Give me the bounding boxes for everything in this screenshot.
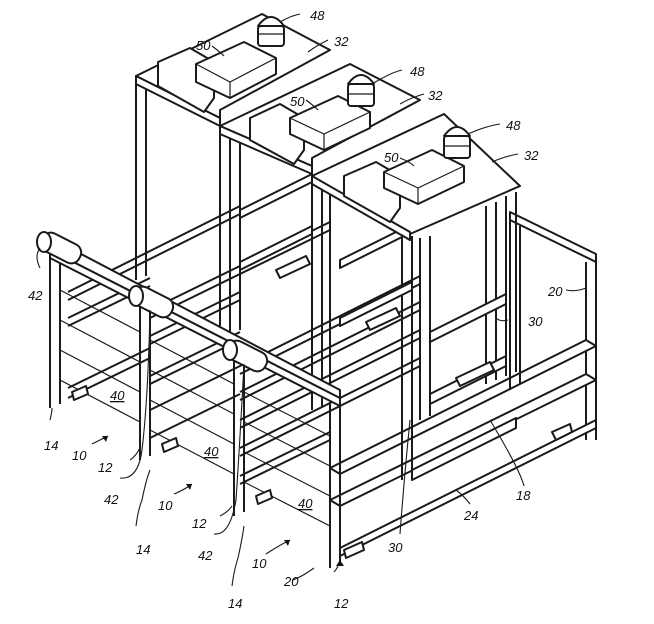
cabinet-top-3	[311, 113, 521, 241]
label-32-c: 32	[524, 148, 539, 163]
label-10-a: 10	[72, 448, 87, 463]
label-20-b: 20	[283, 574, 299, 589]
label-14-c: 14	[228, 596, 242, 611]
label-48-b: 48	[410, 64, 425, 79]
label-42-c: 42	[198, 548, 213, 563]
leader-lines	[36, 13, 587, 587]
label-10-b: 10	[158, 498, 173, 513]
label-50-c: 50	[384, 150, 399, 165]
leader-arrowheads	[102, 436, 344, 566]
label-50-a: 50	[196, 38, 211, 53]
base-frame	[329, 211, 597, 557]
label-12-a: 12	[98, 460, 113, 475]
label-40-b: 40	[204, 444, 219, 459]
front-gates	[49, 243, 495, 568]
label-12-c: 12	[334, 596, 349, 611]
label-48-c: 48	[506, 118, 521, 133]
label-42-b: 42	[104, 492, 119, 507]
beacon-icon	[257, 16, 471, 159]
label-14-b: 14	[136, 542, 150, 557]
label-20-a: 20	[547, 284, 563, 299]
label-32-b: 32	[428, 88, 443, 103]
label-30-b: 30	[388, 540, 403, 555]
label-30-a: 30	[528, 314, 543, 329]
label-18: 18	[516, 488, 531, 503]
label-50-b: 50	[290, 94, 305, 109]
reference-labels: 48 48 48 50 50 50 32 32 32 42 42 42 20 2…	[28, 8, 563, 611]
label-48-a: 48	[310, 8, 325, 23]
label-14-a: 14	[44, 438, 58, 453]
roller-icon	[36, 231, 269, 373]
label-40-c: 40	[298, 496, 313, 511]
label-10-c: 10	[252, 556, 267, 571]
label-40-a: 40	[110, 388, 125, 403]
label-32-a: 32	[334, 34, 349, 49]
label-42-a: 42	[28, 288, 43, 303]
label-24: 24	[463, 508, 478, 523]
label-12-b: 12	[192, 516, 207, 531]
